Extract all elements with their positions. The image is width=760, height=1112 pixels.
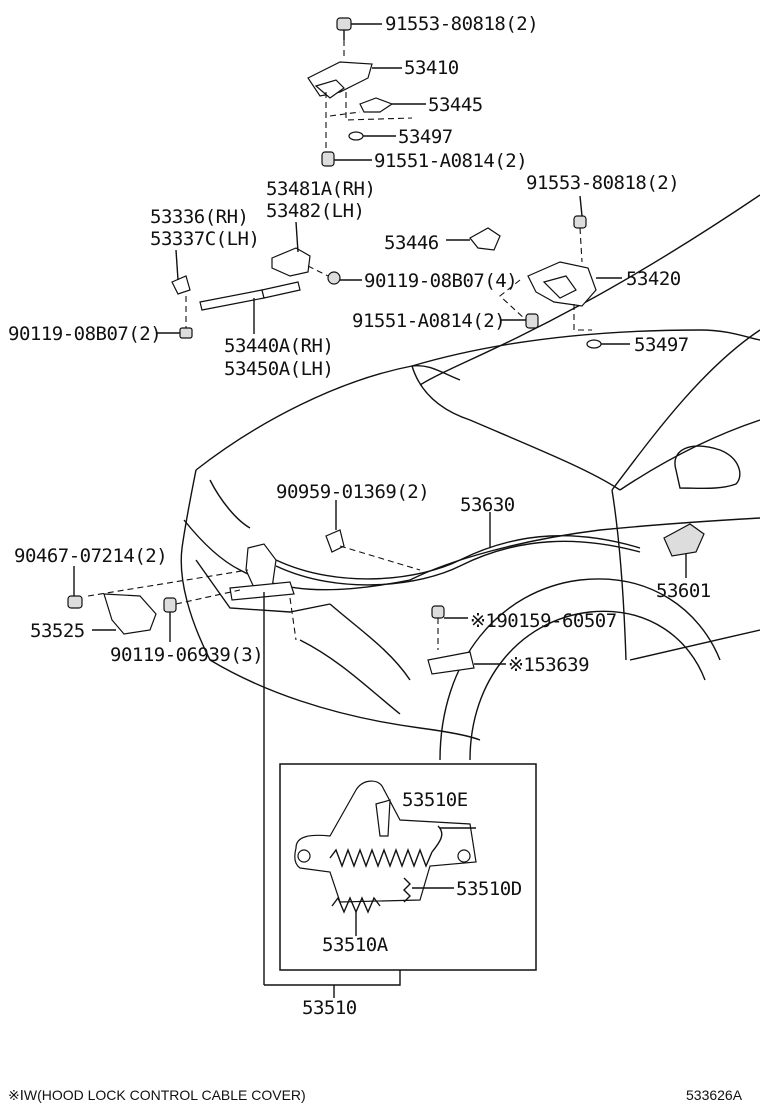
- part-labels: 91553-80818(2) 53410 53445 53497 91551-A…: [8, 13, 711, 1019]
- diagram-code: 533626A: [686, 1087, 743, 1103]
- label-90119-08B07-2: 90119-08B07(2): [8, 323, 161, 345]
- label-53510D: 53510D: [456, 878, 522, 900]
- label-91553-80818-top: 91553-80818(2): [385, 13, 538, 35]
- label-53601: 53601: [656, 580, 711, 602]
- label-90119-08B07-4: 90119-08B07(4): [364, 270, 517, 292]
- label-53630: 53630: [460, 494, 515, 516]
- label-53497-top: 53497: [398, 126, 453, 148]
- label-53639: ※153639: [508, 654, 589, 676]
- label-90959-01369: 90959-01369(2): [276, 481, 429, 503]
- label-91551-A0814-right: 91551-A0814(2): [352, 310, 505, 332]
- label-90119-06939: 90119-06939(3): [110, 644, 263, 666]
- label-53410: 53410: [404, 57, 459, 79]
- lock-detail-box: [264, 763, 537, 998]
- label-91551-A0814-top: 91551-A0814(2): [374, 150, 527, 172]
- label-53510E: 53510E: [402, 789, 468, 811]
- hood-hinge-rh: [307, 17, 426, 167]
- label-53446: 53446: [384, 232, 439, 254]
- label-90159-60507: ※190159-60507: [470, 610, 617, 632]
- footnote: ※ⅠW(HOOD LOCK CONTROL CABLE COVER): [8, 1087, 306, 1103]
- label-53497-right: 53497: [634, 334, 689, 356]
- label-53525: 53525: [30, 620, 85, 642]
- label-53440A: 53440A(RH): [224, 335, 333, 357]
- label-53482: 53482(LH): [266, 200, 364, 222]
- label-53510: 53510: [302, 997, 357, 1019]
- car-body-outline: [180, 194, 760, 761]
- label-90467-07214: 90467-07214(2): [14, 545, 167, 567]
- label-53510A: 53510A: [322, 934, 389, 956]
- label-53481A: 53481A(RH): [266, 178, 375, 200]
- label-53450A: 53450A(LH): [224, 358, 333, 380]
- hood-hinge-lh: [446, 195, 630, 349]
- hood-support-parts: [156, 221, 362, 339]
- label-91553-80818-right: 91553-80818(2): [526, 172, 679, 194]
- hood-lock-assembly: [67, 500, 705, 985]
- label-53337C: 53337C(LH): [150, 228, 259, 250]
- label-53420: 53420: [626, 268, 681, 290]
- label-53336: 53336(RH): [150, 206, 248, 228]
- label-53445: 53445: [428, 94, 483, 116]
